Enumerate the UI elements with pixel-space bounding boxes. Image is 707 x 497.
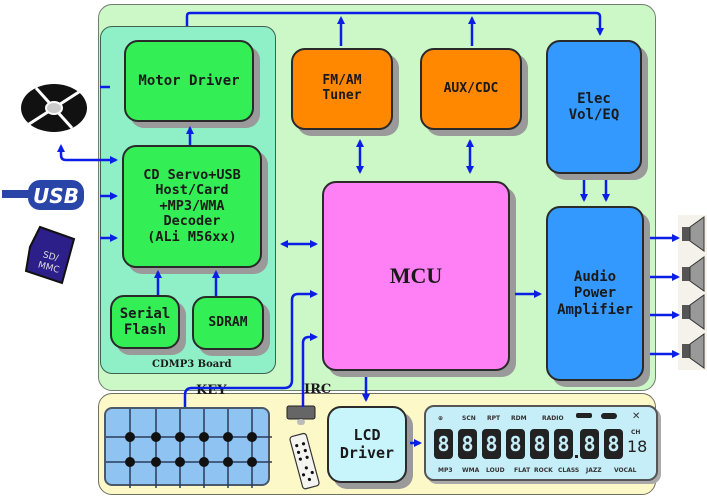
decoder-block: CD Servo+USB Host/Card +MP3/WMA Decoder … (122, 145, 262, 268)
sd-card-icon: SD/ MMC (22, 225, 80, 285)
lcd-digit: 8 (580, 429, 599, 459)
speaker-icon (682, 256, 705, 292)
key-node (125, 457, 135, 467)
lcd-digit: 8 (506, 429, 525, 459)
lcd-mode-mp3: MP3 (438, 467, 453, 474)
usb-logo-icon: USB (2, 178, 84, 212)
lcd-mode-wma: WMA (462, 467, 480, 474)
lcd-digit: 8 (530, 429, 549, 459)
mcu-block: MCU (322, 181, 510, 371)
lcd-ch-label: CH (631, 429, 641, 436)
lcd-mode-class: CLASS (558, 467, 580, 474)
lcd-indicator-rpt: RPT (487, 415, 501, 422)
lcd-display-panel: ⊕ SCN RPT RDM RADIO ✕ 8 8 8 8 8 8 8 8 CH… (424, 405, 658, 481)
ir-receiver-icon (286, 405, 316, 427)
lcd-digit: 8 (434, 429, 453, 459)
lcd-digit: 8 (458, 429, 477, 459)
lcd-mode-jazz: JAZZ (586, 467, 602, 474)
speaker-icon (682, 333, 705, 369)
mute-indicator-icon: ✕ (632, 411, 641, 422)
usb-indicator-icon (576, 413, 592, 418)
key-node (199, 432, 209, 442)
lcd-mode-flat: FLAT (514, 467, 531, 474)
remote-control-icon (288, 432, 322, 490)
lcd-indicator-scn: SCN (462, 415, 476, 422)
cd-output-wire (57, 144, 100, 162)
usb-logo-text: USB (33, 184, 79, 208)
key-node (175, 432, 185, 442)
lcd-driver-block: LCD Driver (327, 406, 407, 483)
aux-cdc-block: AUX/CDC (420, 48, 522, 130)
lcd-indicator-rdm: RDM (511, 415, 527, 422)
key-node (223, 432, 233, 442)
cdmp3-board-label: CDMP3 Board (152, 359, 232, 370)
irc-label: IRC (304, 382, 332, 397)
svg-text:SD/: SD/ (42, 250, 61, 264)
fm-am-tuner-block: FM/AM Tuner (291, 48, 393, 130)
key-node (151, 457, 161, 467)
cd-indicator-icon: ⊕ (438, 415, 444, 422)
lcd-digit: 8 (554, 429, 573, 459)
key-node (247, 432, 257, 442)
key-node (223, 457, 233, 467)
serial-flash-block: Serial Flash (110, 295, 180, 349)
key-node (247, 457, 257, 467)
elec-vol-eq-block: Elec Vol/EQ (546, 40, 642, 174)
lcd-mode-rock: ROCK (534, 467, 553, 474)
speaker-icon (682, 216, 705, 252)
lcd-ch-value: 18 (627, 437, 648, 456)
key-node (125, 432, 135, 442)
lcd-decimal-point (575, 455, 578, 458)
speaker-icon (682, 294, 705, 330)
lcd-mode-loud: LOUD (486, 467, 505, 474)
motor-driver-block: Motor Driver (124, 40, 254, 122)
lcd-digit: 8 (482, 429, 501, 459)
key-node (151, 432, 161, 442)
card-indicator-icon (601, 413, 617, 419)
lcd-digit: 8 (604, 429, 623, 459)
lcd-indicator-radio: RADIO (542, 415, 564, 422)
keypad-matrix (104, 407, 272, 488)
key-node (199, 457, 209, 467)
speakers (678, 215, 707, 370)
key-node (175, 457, 185, 467)
sdram-block: SDRAM (192, 296, 264, 350)
audio-power-amplifier-block: Audio Power Amplifier (546, 206, 644, 381)
lcd-mode-vocal: VOCAL (614, 467, 637, 474)
key-label: KEY (196, 383, 227, 398)
cd-disc-icon (18, 80, 90, 136)
